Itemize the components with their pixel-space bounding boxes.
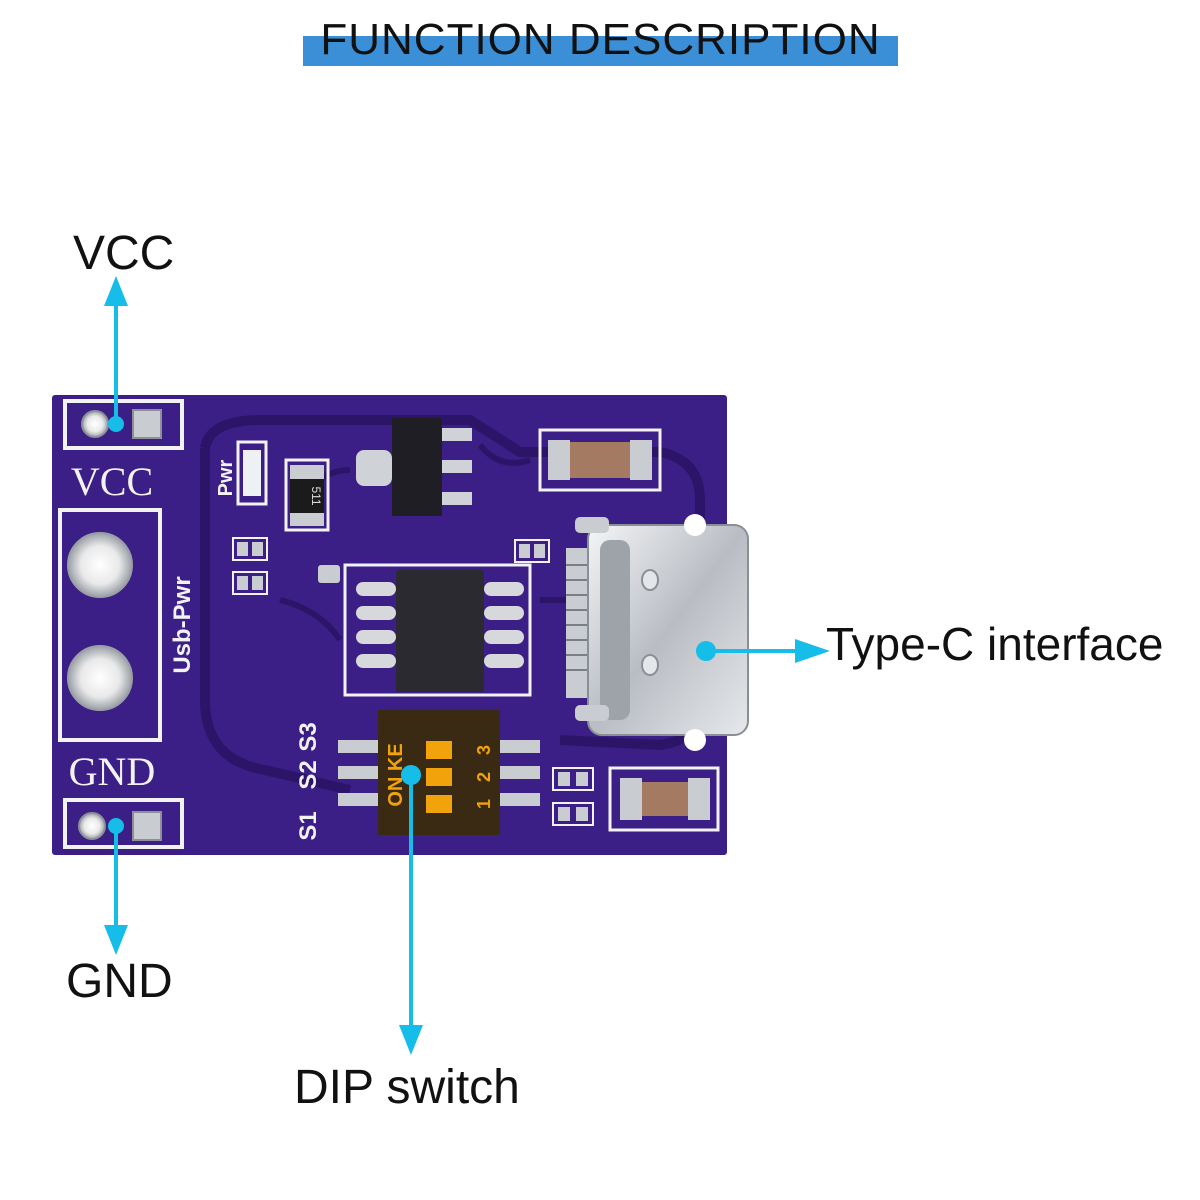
capacitor-top-pad-left [548, 440, 570, 480]
typec-callout: Type-C interface [826, 618, 1164, 670]
typec-port [600, 540, 630, 720]
smd-pair-4-a [558, 772, 570, 786]
smd-pair-2 [232, 571, 268, 595]
typec-hole-2 [684, 729, 706, 751]
dip-number-3: 3 [474, 745, 494, 755]
capacitor-bottom-body [642, 782, 690, 816]
capacitor-bottom-pad-right [688, 778, 710, 820]
smd-pair-5 [552, 802, 594, 826]
vcc-arrow [104, 276, 128, 432]
chip-pins-left [356, 582, 396, 668]
usb-pwr-pad-bottom [67, 645, 133, 711]
dip-switch-1 [426, 795, 452, 813]
chip-pins-right [484, 582, 524, 668]
dip-arrow [399, 765, 423, 1055]
chip-body [396, 570, 484, 692]
vcc-pin-round [81, 410, 109, 438]
smd-pair-2-a [237, 576, 248, 590]
typec-dimple-top [641, 569, 659, 591]
typec-dimple-bottom [641, 654, 659, 676]
dip-number-2: 2 [474, 772, 494, 782]
smd-pair-1-b [252, 542, 263, 556]
resistor-pad-top [290, 465, 324, 479]
smd-pair-3-b [534, 544, 545, 558]
regulator-pin-3 [442, 492, 472, 505]
smd-small [318, 565, 340, 583]
smd-pair-5-b [576, 807, 588, 821]
dip-switch-2 [426, 768, 452, 786]
smd-pair-3 [514, 539, 550, 563]
silk-gnd-label: GND [69, 749, 156, 794]
regulator-pin-1 [442, 428, 472, 441]
smd-pair-1-a [237, 542, 248, 556]
smd-pair-4-b [576, 772, 588, 786]
resistor-pad-bottom [290, 513, 324, 526]
gnd-arrow [104, 818, 128, 955]
regulator-body [392, 418, 442, 516]
smd-pair-5-a [558, 807, 570, 821]
dip-side-pads-right [500, 740, 540, 806]
usb-pwr-outline [58, 508, 162, 742]
dip-switch-callout: DIP switch [294, 1061, 520, 1114]
gnd-header-outline [63, 798, 184, 849]
dip-number-1: 1 [474, 799, 494, 809]
smd-pair-2-b [252, 576, 263, 590]
silk-pwr-label: Pwr [215, 459, 237, 496]
pwr-led [243, 450, 261, 496]
regulator-tab [356, 450, 392, 486]
title-banner [303, 36, 898, 66]
pcb-trace [279, 443, 580, 642]
silk-usb-pwr-label: Usb-Pwr [169, 576, 196, 673]
capacitor-top-outline [538, 428, 662, 492]
capacitor-top-pad-right [630, 440, 652, 480]
silk-s1: S1 [295, 811, 322, 840]
gnd-pin-square [132, 811, 162, 841]
silk-vcc-label: VCC [71, 459, 153, 504]
dip-side-pads-left [338, 740, 378, 806]
capacitor-bottom-pad-left [620, 778, 642, 820]
capacitor-bottom-outline [608, 766, 720, 832]
silk-s3: S3 [295, 722, 322, 751]
silk-s2: S2 [295, 760, 322, 789]
gnd-pin-round [78, 812, 106, 840]
vcc-callout: VCC [73, 227, 175, 280]
smd-pair-4 [552, 767, 594, 791]
resistor-outline [284, 458, 330, 532]
regulator-pin-2 [442, 460, 472, 473]
vcc-header-outline [63, 399, 184, 450]
gnd-callout: GND [66, 955, 173, 1008]
usb-pwr-pad-top [67, 532, 133, 598]
typec-tab-top [575, 517, 609, 533]
smd-pair-1 [232, 537, 268, 561]
pwr-led-outline [236, 440, 268, 506]
chip-outline [343, 563, 532, 697]
smd-pair-3-a [519, 544, 530, 558]
typec-pins [566, 564, 588, 671]
page-title: FUNCTION DESCRIPTION [320, 15, 881, 64]
resistor-body [290, 479, 324, 513]
resistor-code: 511 [309, 486, 323, 505]
typec-pad-strip [566, 548, 588, 698]
typec-hole [684, 514, 706, 536]
typec-tab-bottom [575, 705, 609, 721]
capacitor-top-body [570, 442, 630, 478]
dip-switch-3 [426, 741, 452, 759]
typec-arrow [696, 639, 830, 663]
vcc-pin-square [132, 409, 162, 439]
dip-brand: ON KE [385, 743, 407, 806]
